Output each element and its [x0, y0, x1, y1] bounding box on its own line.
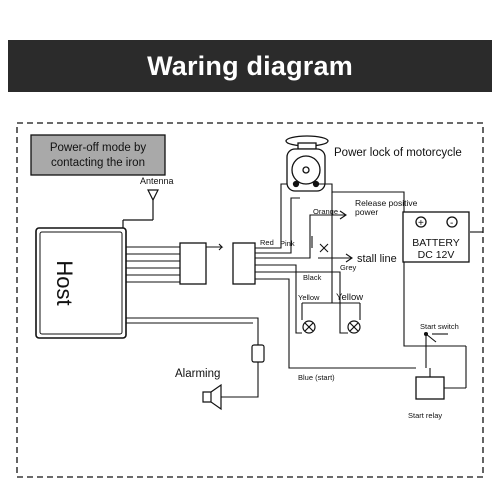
alarm-wiring — [126, 317, 259, 398]
wire-label-red: Red — [260, 238, 274, 247]
battery-voltage-label: DC 12V — [418, 249, 455, 261]
wire-label-black: Black — [303, 273, 322, 282]
power-lock-icon — [285, 135, 329, 192]
power-lock-label: Power lock of motorcycle — [334, 147, 462, 159]
alarming-label: Alarming — [175, 368, 220, 380]
note-line-2: contacting the iron — [51, 157, 145, 169]
start-switch-icon — [423, 331, 448, 346]
note-box — [30, 134, 166, 176]
lock-wiring — [301, 183, 483, 368]
right-connector — [232, 242, 256, 285]
host-label: Host — [52, 260, 77, 305]
start-switch-label: Start switch — [420, 322, 459, 331]
alarm-connector — [251, 344, 265, 363]
host-harness — [126, 246, 180, 283]
start-relay-label: Start relay — [408, 411, 442, 420]
antenna-label: Antenna — [140, 176, 174, 186]
title-banner: Waring diagram — [8, 40, 492, 92]
wire-label-yellow-small: Yellow — [298, 293, 320, 302]
stall-line-label: stall line — [357, 253, 397, 265]
host-box — [35, 227, 127, 339]
wire-label-pink: Pink — [280, 239, 295, 248]
blue-start-label: Blue (start) — [298, 373, 335, 382]
dashed-border — [16, 122, 484, 478]
battery-icon — [402, 211, 470, 263]
lamp-icon-left — [302, 320, 316, 334]
lamp-icon-right — [347, 320, 361, 334]
battery-label: BATTERY — [412, 237, 459, 249]
wire-label-grey: Grey — [340, 263, 357, 272]
wire-label-yellow-large: Yellow — [336, 292, 363, 303]
relay-contact-icon — [311, 236, 329, 253]
relay-wiring — [429, 346, 467, 389]
horn-icon — [202, 383, 222, 411]
start-relay-box — [415, 376, 445, 400]
antenna-icon — [122, 189, 159, 228]
battery-minus-sign: - — [450, 218, 453, 229]
left-connector — [179, 242, 207, 285]
stall-arrow-icon — [338, 253, 353, 263]
note-line-1: Power-off mode by — [50, 142, 147, 154]
release-arrow-icon — [330, 210, 347, 220]
connector-arrow-icon — [206, 243, 224, 251]
battery-plus-sign: + — [418, 218, 424, 229]
release-label-2: power — [355, 207, 378, 217]
output-wires — [255, 183, 416, 369]
host-box-inner — [39, 231, 123, 335]
release-label-1: Release positive — [355, 198, 418, 208]
diagram-title: Waring diagram — [147, 50, 353, 81]
wire-label-orange: Orange — [313, 207, 338, 216]
